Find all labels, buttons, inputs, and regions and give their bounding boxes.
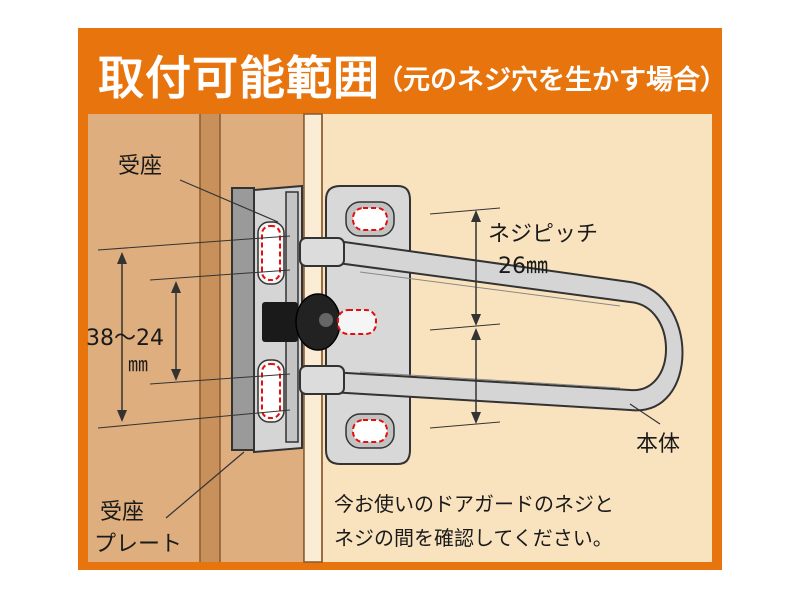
range-arrowhead-inner-bottom	[171, 369, 181, 381]
leader-body	[629, 403, 661, 425]
label-range-value: 38～24	[86, 326, 164, 351]
screw-hole-bracket-upper	[261, 225, 281, 281]
screw-hole-base-lower	[352, 419, 388, 443]
u-arm-inner-edge-lower	[359, 371, 621, 389]
label-body: 本体	[636, 432, 681, 457]
pivot-body	[295, 293, 341, 351]
range-arrowhead-outer-top	[117, 252, 127, 264]
pitch-guide-middle	[429, 323, 501, 331]
label-plate-line2: プレート	[94, 532, 183, 557]
range-arrowhead-inner-top	[171, 281, 181, 293]
title-bar: 取付可能範囲 （元のネジ穴を生かす場合）	[78, 28, 727, 116]
title-main: 取付可能範囲	[98, 51, 380, 105]
label-range-unit: ㎜	[128, 352, 148, 376]
leader-plate	[165, 451, 245, 519]
pitch-guide-top	[429, 207, 501, 215]
range-guide-inner-top	[149, 269, 291, 281]
hinge-knob-upper	[299, 237, 345, 267]
label-pitch-value: 26㎜	[498, 254, 548, 279]
note-line2: ネジの間を確認してください。	[334, 526, 613, 550]
receiving-plate	[231, 187, 255, 451]
screw-hole-bracket-lower	[261, 363, 281, 419]
pitch-guide-bottom	[429, 421, 501, 429]
range-guide-outer-bottom	[97, 409, 291, 429]
pitch-arrowhead-upper-bottom	[471, 314, 481, 326]
label-pitch: ネジピッチ	[488, 222, 599, 247]
range-guide-outer-top	[97, 235, 291, 251]
pivot-highlight	[319, 313, 333, 327]
hinge-knob-lower	[299, 365, 345, 395]
pitch-arrowhead-lower-bottom	[471, 412, 481, 424]
u-arm	[329, 239, 684, 412]
title-subtitle: （元のネジ穴を生かす場合）	[376, 65, 727, 96]
pitch-arrowhead-upper-top	[471, 210, 481, 222]
range-arrowhead-outer-bottom	[117, 410, 127, 422]
screw-hole-base-upper	[352, 207, 388, 231]
door-edge-shade	[200, 114, 220, 562]
label-plate-line1: 受座	[100, 500, 145, 525]
range-guide-inner-bottom	[149, 373, 291, 385]
u-arm-inner-edge	[359, 271, 621, 307]
label-bracket: 受座	[118, 154, 163, 179]
center-screw-hole	[337, 309, 377, 335]
leader-bracket	[179, 179, 279, 223]
note-line1: 今お使いのドアガードのネジと	[334, 492, 614, 516]
pitch-arrowhead-lower-top	[471, 328, 481, 340]
pivot-cap	[262, 302, 298, 342]
